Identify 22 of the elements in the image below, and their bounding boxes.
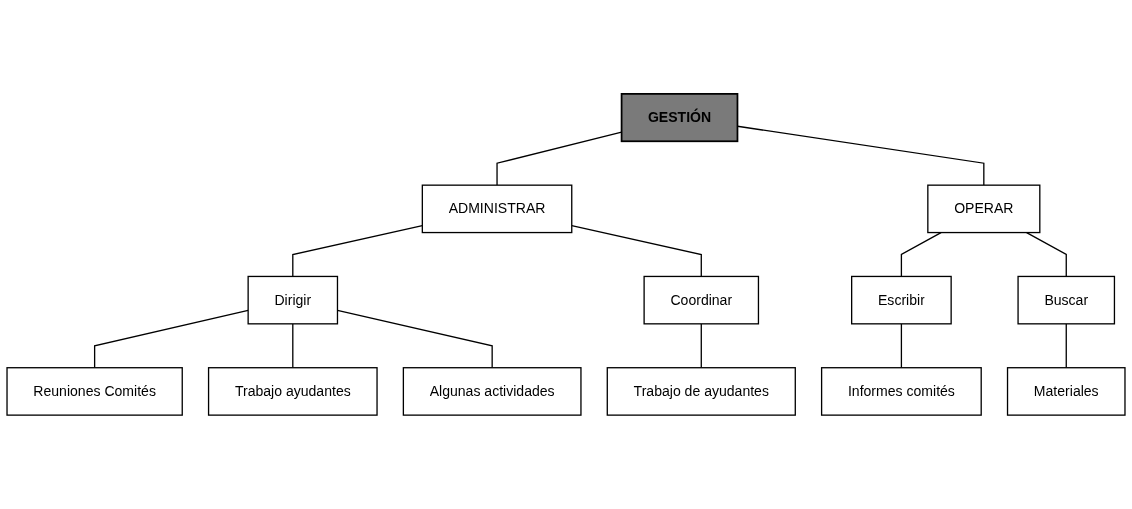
node-box: Reuniones Comités: [6, 367, 183, 416]
node-box: OPERAR: [927, 184, 1041, 234]
node-box: Trabajo ayudantes: [207, 367, 378, 416]
node-box: Buscar: [1017, 275, 1116, 325]
node-box: Escribir: [851, 275, 952, 325]
node-box: ADMINISTRAR: [421, 184, 573, 234]
node-box: Algunas actividades: [402, 367, 582, 416]
connector: [900, 323, 903, 369]
connector: [1025, 231, 1067, 278]
node-box: Materiales: [1006, 367, 1126, 416]
node-box: Dirigir: [247, 275, 339, 325]
connector: [571, 224, 702, 278]
connector: [900, 231, 942, 278]
connector: [700, 323, 702, 369]
node-box: Informes comités: [820, 367, 982, 416]
node-box: Trabajo de ayudantes: [606, 367, 796, 416]
node-box: GESTIÓN: [620, 93, 739, 143]
connector: [1065, 323, 1067, 369]
connector: [93, 309, 249, 369]
connector: [292, 323, 294, 369]
connector: [292, 224, 423, 278]
node-box: Coordinar: [643, 275, 760, 325]
